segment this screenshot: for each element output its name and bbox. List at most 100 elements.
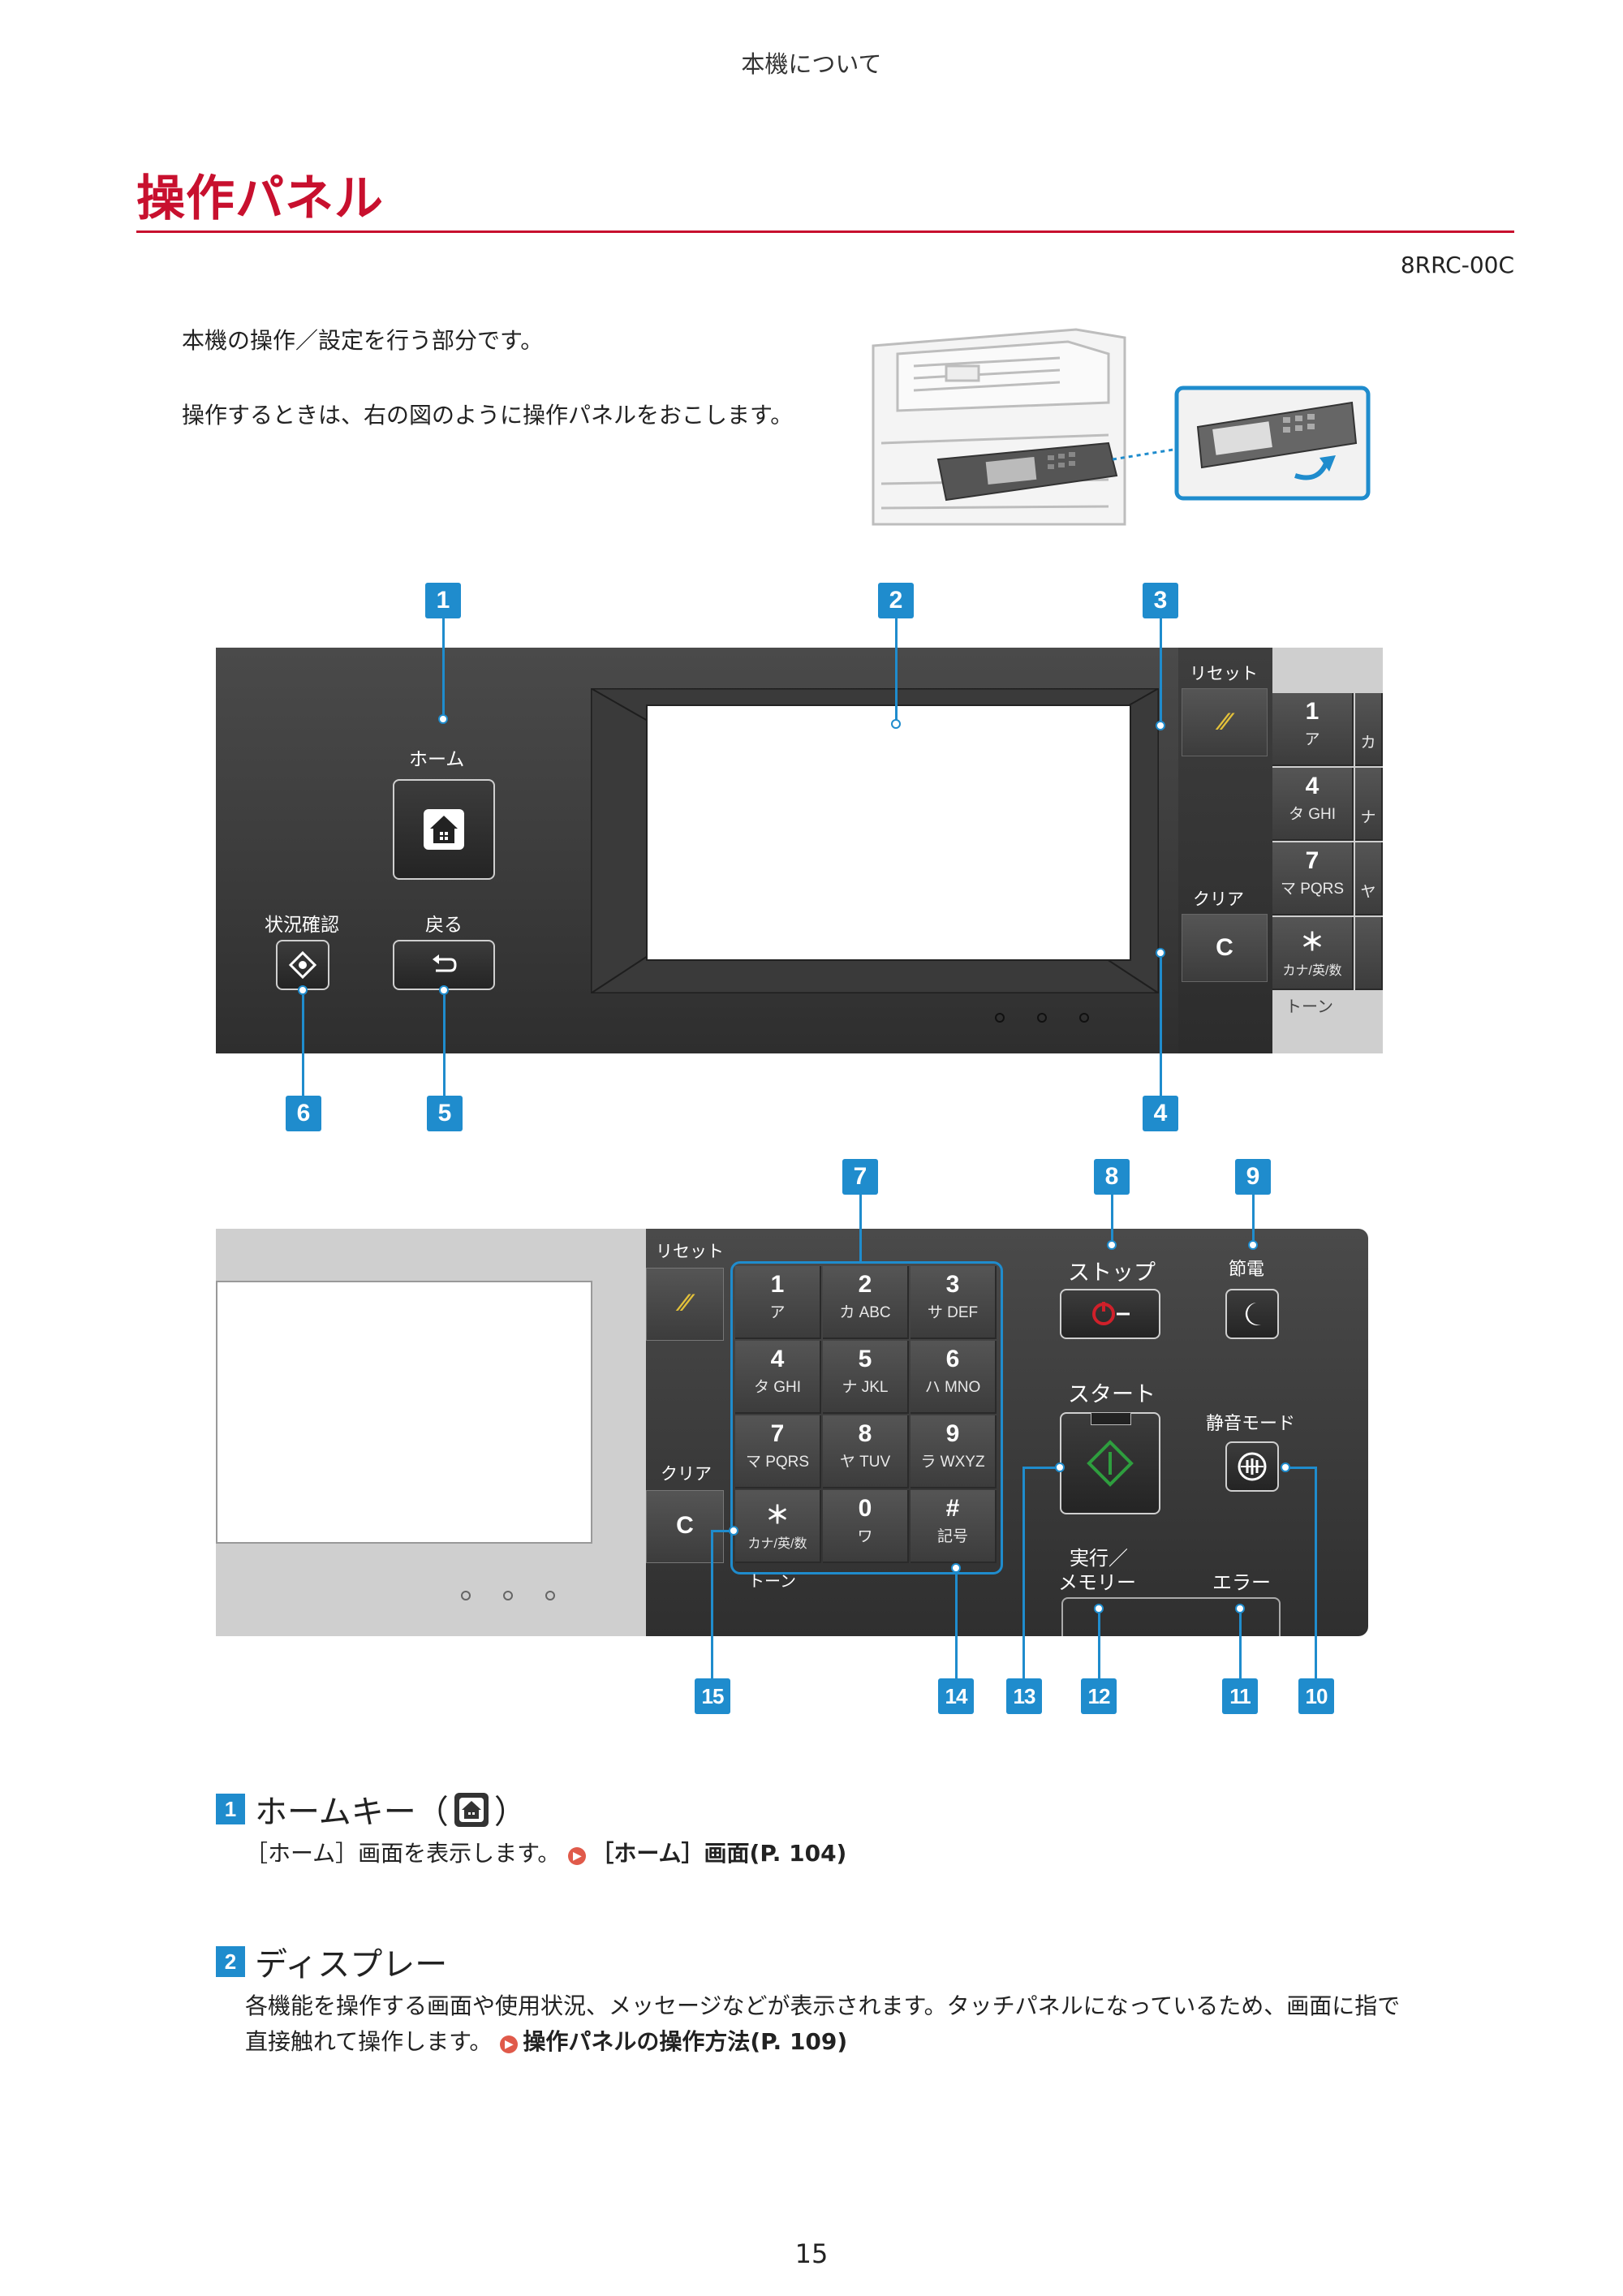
running-header: 本機について <box>741 50 882 78</box>
exec-memory-label-1: 実行／ <box>1070 1547 1128 1570</box>
leader-line <box>1160 618 1162 727</box>
leader-line <box>1022 1467 1025 1679</box>
leader-dot <box>1156 721 1165 730</box>
tilted-panel <box>936 442 1118 502</box>
page-number: 15 <box>794 2238 829 2269</box>
item-badge-2: 2 <box>216 1946 245 1977</box>
quiet-mode-key[interactable] <box>1225 1441 1279 1492</box>
leader-line <box>955 1573 958 1678</box>
indicator-led <box>503 1591 513 1600</box>
reset-key[interactable]: ⁄⁄ <box>1182 688 1268 756</box>
callout-12: 12 <box>1081 1678 1117 1714</box>
callout-2: 2 <box>878 583 914 618</box>
reset-key[interactable]: ⁄⁄ <box>646 1268 724 1341</box>
page-title: 操作パネル <box>136 170 384 227</box>
item-title-1: ホームキー（ ） <box>255 1786 527 1833</box>
indicator-led <box>1037 1013 1047 1023</box>
reset-label: リセット <box>656 1242 724 1261</box>
item-body-2-line-2: 直接触れて操作します。▶操作パネルの操作方法(P. 109) <box>245 2028 848 2055</box>
leader-dot <box>1235 1604 1245 1613</box>
zoom-panel <box>1196 401 1358 480</box>
status-monitor-icon <box>288 950 317 980</box>
leader-dot <box>1094 1604 1104 1613</box>
link-arrow-icon: ▶ <box>568 1847 587 1865</box>
clear-label: クリア <box>661 1464 712 1484</box>
start-key-tab <box>1091 1412 1131 1425</box>
leader-line <box>302 995 304 1096</box>
tone-label: トーン <box>748 1571 796 1591</box>
back-label: 戻る <box>425 915 463 936</box>
error-label: エラー <box>1212 1571 1271 1594</box>
exec-memory-label-2: メモリー <box>1058 1571 1136 1594</box>
callout-4: 4 <box>1143 1096 1178 1131</box>
leader-line <box>1315 1467 1317 1686</box>
printer-body <box>872 328 1126 526</box>
callout-10: 10 <box>1298 1678 1334 1714</box>
clear-key[interactable]: C <box>1182 914 1268 982</box>
keypad-key-hash[interactable]: #記号 <box>911 1490 997 1563</box>
status-monitor-key[interactable] <box>276 940 329 990</box>
keypad-key-asterisk[interactable]: ＊カナ/英/数 <box>735 1490 821 1563</box>
callout-3: 3 <box>1143 583 1178 618</box>
callout-13: 13 <box>1006 1678 1042 1714</box>
callout-7: 7 <box>842 1159 878 1195</box>
intro-line-1: 本機の操作／設定を行う部分です。 <box>182 327 544 354</box>
home-label: ホーム <box>409 749 465 770</box>
xref-panel-operation[interactable]: 操作パネルの操作方法(P. 109) <box>523 2028 848 2055</box>
leader-dot <box>438 714 448 724</box>
doc-code: 8RRC-00C <box>1400 252 1514 278</box>
clear-label: クリア <box>1193 890 1244 909</box>
start-icon <box>1087 1440 1134 1487</box>
keypad-key-partial[interactable]: ナ <box>1355 768 1383 841</box>
touch-display[interactable] <box>646 704 1131 961</box>
printer-illustration <box>872 328 1371 526</box>
xref-home-screen[interactable]: ［ホーム］画面(P. 104) <box>591 1840 847 1867</box>
link-arrow-icon: ▶ <box>500 2035 519 2053</box>
start-key[interactable] <box>1060 1412 1160 1514</box>
energy-saver-key[interactable] <box>1225 1289 1279 1339</box>
keypad-key-asterisk[interactable]: ＊カナ/英/数 <box>1272 917 1354 990</box>
indicator-bar <box>1061 1597 1281 1636</box>
stop-label: ストップ <box>1068 1260 1156 1286</box>
item-body-2-line-1: 各機能を操作する画面や使用状況、メッセージなどが表示されます。タッチパネルになっ… <box>245 1992 1401 2019</box>
callout-9: 9 <box>1235 1159 1271 1195</box>
touch-display-partial[interactable] <box>216 1281 592 1544</box>
leader-dot <box>1156 948 1165 958</box>
status-monitor-label: 状況確認 <box>265 915 339 936</box>
leader-line <box>1024 1467 1057 1469</box>
keypad-key-partial[interactable] <box>1355 917 1383 990</box>
indicator-led <box>545 1591 555 1600</box>
intro-line-2: 操作するときは、右の図のように操作パネルをおこします。 <box>182 402 794 429</box>
leader-line <box>711 1530 713 1679</box>
item-body-1: ［ホーム］画面を表示します。▶［ホーム］画面(P. 104) <box>245 1840 847 1867</box>
back-key[interactable] <box>393 940 495 990</box>
leader-line <box>1252 1195 1255 1243</box>
stop-key[interactable] <box>1060 1289 1160 1339</box>
leader-dot <box>1107 1240 1117 1250</box>
leader-dot <box>439 985 449 995</box>
callout-15: 15 <box>695 1678 730 1714</box>
callout-1: 1 <box>425 583 461 618</box>
item-badge-1: 1 <box>216 1794 245 1824</box>
keypad-key-partial[interactable]: ヤ <box>1355 842 1383 915</box>
keypad-key-partial[interactable]: カ <box>1355 693 1383 766</box>
leader-line <box>1289 1467 1316 1469</box>
home-key[interactable] <box>393 779 495 880</box>
moon-icon <box>1245 1303 1261 1325</box>
home-icon <box>454 1793 489 1827</box>
leader-dot <box>951 1563 961 1573</box>
leader-line <box>1239 1613 1242 1678</box>
